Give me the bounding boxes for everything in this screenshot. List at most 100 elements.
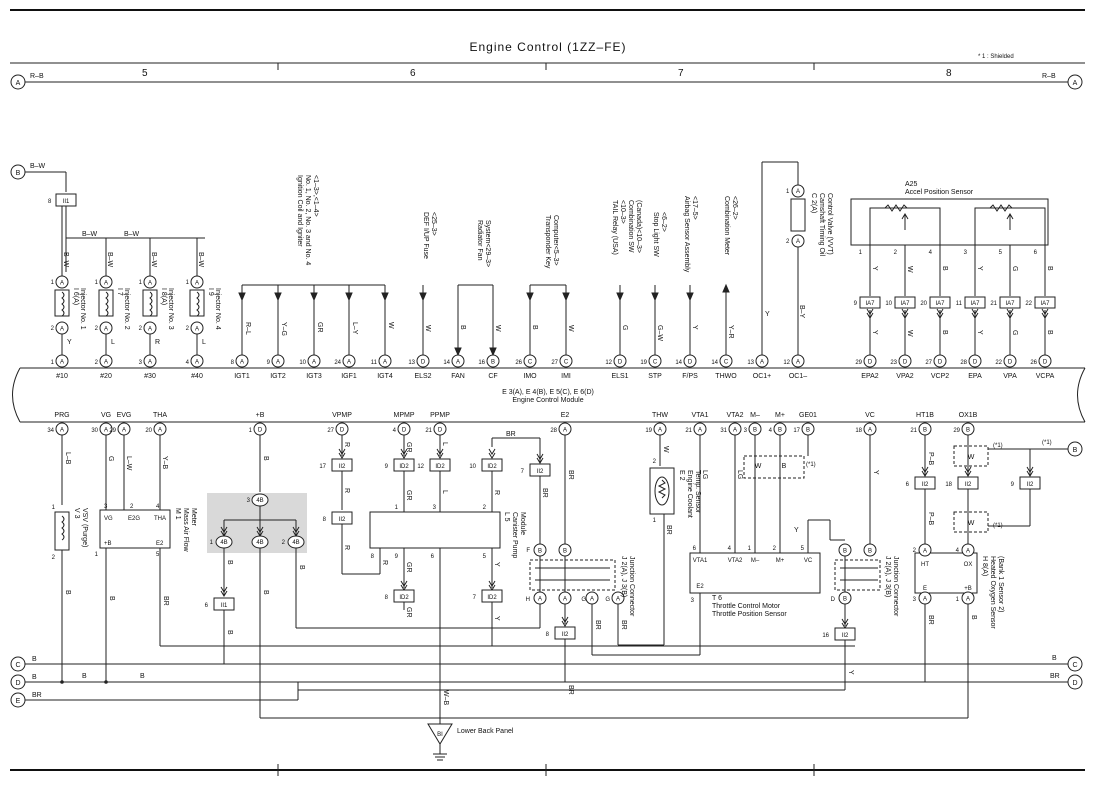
svg-text:13: 13 <box>408 360 415 366</box>
svg-text:26: 26 <box>1030 360 1037 366</box>
junction1-name: Junction Connector <box>628 556 635 617</box>
svg-text:8: 8 <box>371 554 375 560</box>
svg-text:ID2: ID2 <box>399 595 409 601</box>
svg-text:B: B <box>753 428 757 434</box>
svg-text:A: A <box>868 428 872 434</box>
wire-label: B <box>298 565 305 570</box>
svg-text:5: 5 <box>483 554 487 560</box>
svg-text:24: 24 <box>334 360 341 366</box>
svg-text:D: D <box>973 360 978 366</box>
svg-text:EPA: EPA <box>968 373 982 380</box>
svg-text:8: 8 <box>231 360 235 366</box>
svg-text:M–: M– <box>751 558 760 564</box>
connector-pin: A <box>653 422 667 436</box>
svg-text:BR: BR <box>506 431 516 438</box>
svg-text:+B: +B <box>256 412 265 419</box>
ecm-pin-10: A1#10 <box>51 354 69 380</box>
svg-text:THWO: THWO <box>715 373 737 380</box>
wire-label: <10–3> <box>619 200 626 224</box>
wire-label: B <box>262 590 269 595</box>
svg-text:19: 19 <box>645 428 652 434</box>
ecm-connectors-label: E 3(A), E 4(B), E 5(C), E 6(D) <box>502 389 594 396</box>
injector-code: I 8(A) <box>160 288 167 305</box>
svg-text:A: A <box>698 428 702 434</box>
svg-text:14: 14 <box>443 360 450 366</box>
svg-text:GE01: GE01 <box>799 412 817 419</box>
svg-text:BR: BR <box>32 692 42 699</box>
svg-text:THW: THW <box>652 412 668 419</box>
svg-text:1: 1 <box>95 552 99 558</box>
connector-pin: D <box>683 354 697 368</box>
wire-label: G–W <box>656 325 663 341</box>
wire-label: Y <box>493 562 500 567</box>
connector-pin: B <box>486 354 500 368</box>
ecm-pin-thw: THW A19 <box>645 412 668 436</box>
svg-text:2: 2 <box>773 546 777 552</box>
wire-label: Combination Meter <box>723 196 730 256</box>
svg-text:ID2: ID2 <box>487 464 497 470</box>
svg-text:Y: Y <box>67 339 72 346</box>
svg-text:2: 2 <box>786 239 790 245</box>
svg-text:#10: #10 <box>56 373 68 380</box>
connector-pin: B <box>558 543 572 557</box>
svg-text:8: 8 <box>323 517 327 523</box>
ecm-pin-b: +BD1 <box>249 412 267 436</box>
svg-text:E2: E2 <box>156 541 164 547</box>
connector-pin: A <box>190 275 204 289</box>
svg-text:D: D <box>258 428 263 434</box>
svg-text:D: D <box>618 360 623 366</box>
svg-text:FAN: FAN <box>451 373 465 380</box>
svg-text:4: 4 <box>156 504 160 510</box>
wire-label: BR <box>567 470 574 480</box>
o2-code: H 8(A) <box>981 556 988 576</box>
svg-text:#30: #30 <box>144 373 156 380</box>
wire-label: <25–3> <box>430 212 437 236</box>
svg-text:ID2: ID2 <box>487 595 497 601</box>
wire-label: W <box>906 266 913 273</box>
svg-text:D: D <box>421 360 426 366</box>
svg-text:B: B <box>32 674 37 681</box>
wire-label: BR <box>541 488 548 498</box>
wire-label: <17–5> <box>691 196 698 220</box>
svg-text:B: B <box>923 428 927 434</box>
connector-pin: A <box>533 591 547 605</box>
svg-text:3: 3 <box>744 428 748 434</box>
connector-pin: B <box>961 422 975 436</box>
svg-text:VPA2: VPA2 <box>896 373 913 380</box>
connector-pin: A <box>190 354 204 368</box>
svg-text:2: 2 <box>95 360 99 366</box>
svg-text:VC: VC <box>865 412 875 419</box>
svg-text:VCP2: VCP2 <box>931 373 949 380</box>
svg-text:VTA1: VTA1 <box>693 558 708 564</box>
wire-label: B <box>1046 266 1053 271</box>
svg-text:No. 1, No. 2, No. 3 and No. 4: No. 1, No. 2, No. 3 and No. 4 <box>304 175 311 265</box>
svg-text:22: 22 <box>1025 301 1032 307</box>
junction1-code: J 2(A), J 3(B) <box>620 556 627 597</box>
svg-text:VPMP: VPMP <box>332 412 352 419</box>
svg-text:E2G: E2G <box>128 516 140 522</box>
svg-text:A: A <box>104 327 108 333</box>
svg-text:IA7: IA7 <box>1005 301 1015 307</box>
injector-coil <box>142 289 158 317</box>
svg-text:3: 3 <box>139 360 143 366</box>
wire-label: B <box>108 596 115 601</box>
svg-text:A: A <box>195 327 199 333</box>
svg-text:B: B <box>868 549 872 555</box>
svg-text:B: B <box>563 549 567 555</box>
vsv-name: VSV (Purge) <box>81 508 88 547</box>
connector-pin: B <box>748 422 762 436</box>
svg-text:5: 5 <box>156 552 160 558</box>
svg-text:A: A <box>733 428 737 434</box>
